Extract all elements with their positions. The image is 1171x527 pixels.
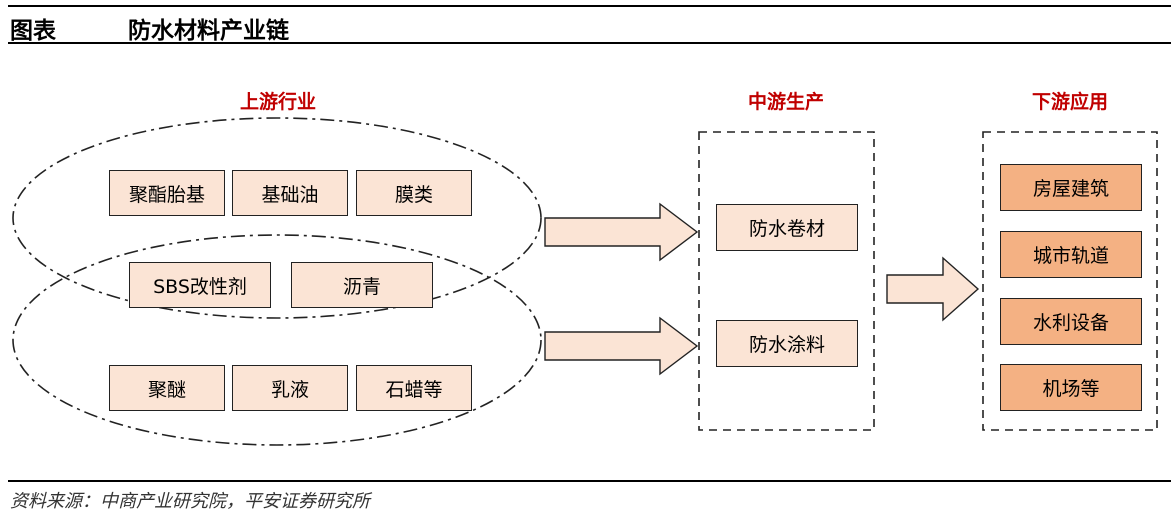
header: 图表 防水材料产业链 <box>0 0 1171 44</box>
upstream-item: 基础油 <box>232 170 348 216</box>
midstream-frame <box>698 131 875 431</box>
upstream-item: SBS改性剂 <box>129 262 271 308</box>
downstream-item: 房屋建筑 <box>1000 164 1142 211</box>
footer-rule <box>8 480 1171 482</box>
upstream-item: 聚酯胎基 <box>109 170 225 216</box>
upstream-top-ellipse <box>12 117 542 319</box>
midstream-title: 中游生产 <box>747 91 824 113</box>
upstream-title: 上游行业 <box>239 91 316 113</box>
downstream-item: 机场等 <box>1000 364 1142 411</box>
midstream-item: 防水涂料 <box>716 320 858 367</box>
figure-title: 防水材料产业链 <box>128 18 289 44</box>
upstream-item: 乳液 <box>232 365 348 411</box>
downstream-item: 城市轨道 <box>1000 231 1142 278</box>
downstream-item: 水利设备 <box>1000 298 1142 345</box>
arrow-upstream-to-midstream-top <box>544 202 699 262</box>
midstream-item: 防水卷材 <box>716 204 858 251</box>
header-top-rule <box>8 5 1171 7</box>
downstream-title: 下游应用 <box>1031 91 1108 113</box>
arrow-upstream-to-midstream-bottom <box>544 316 699 376</box>
upstream-item: 石蜡等 <box>356 365 472 411</box>
arrow-midstream-to-downstream <box>886 256 980 322</box>
upstream-bottom-ellipse <box>12 234 542 446</box>
upstream-item: 膜类 <box>356 170 472 216</box>
downstream-frame <box>982 131 1158 431</box>
source-note: 资料来源：中商产业研究院，平安证券研究所 <box>10 491 370 512</box>
upstream-item: 聚醚 <box>109 365 225 411</box>
figure-label: 图表 <box>10 18 56 44</box>
upstream-item: 沥青 <box>291 262 433 308</box>
header-bottom-rule <box>8 42 1171 44</box>
